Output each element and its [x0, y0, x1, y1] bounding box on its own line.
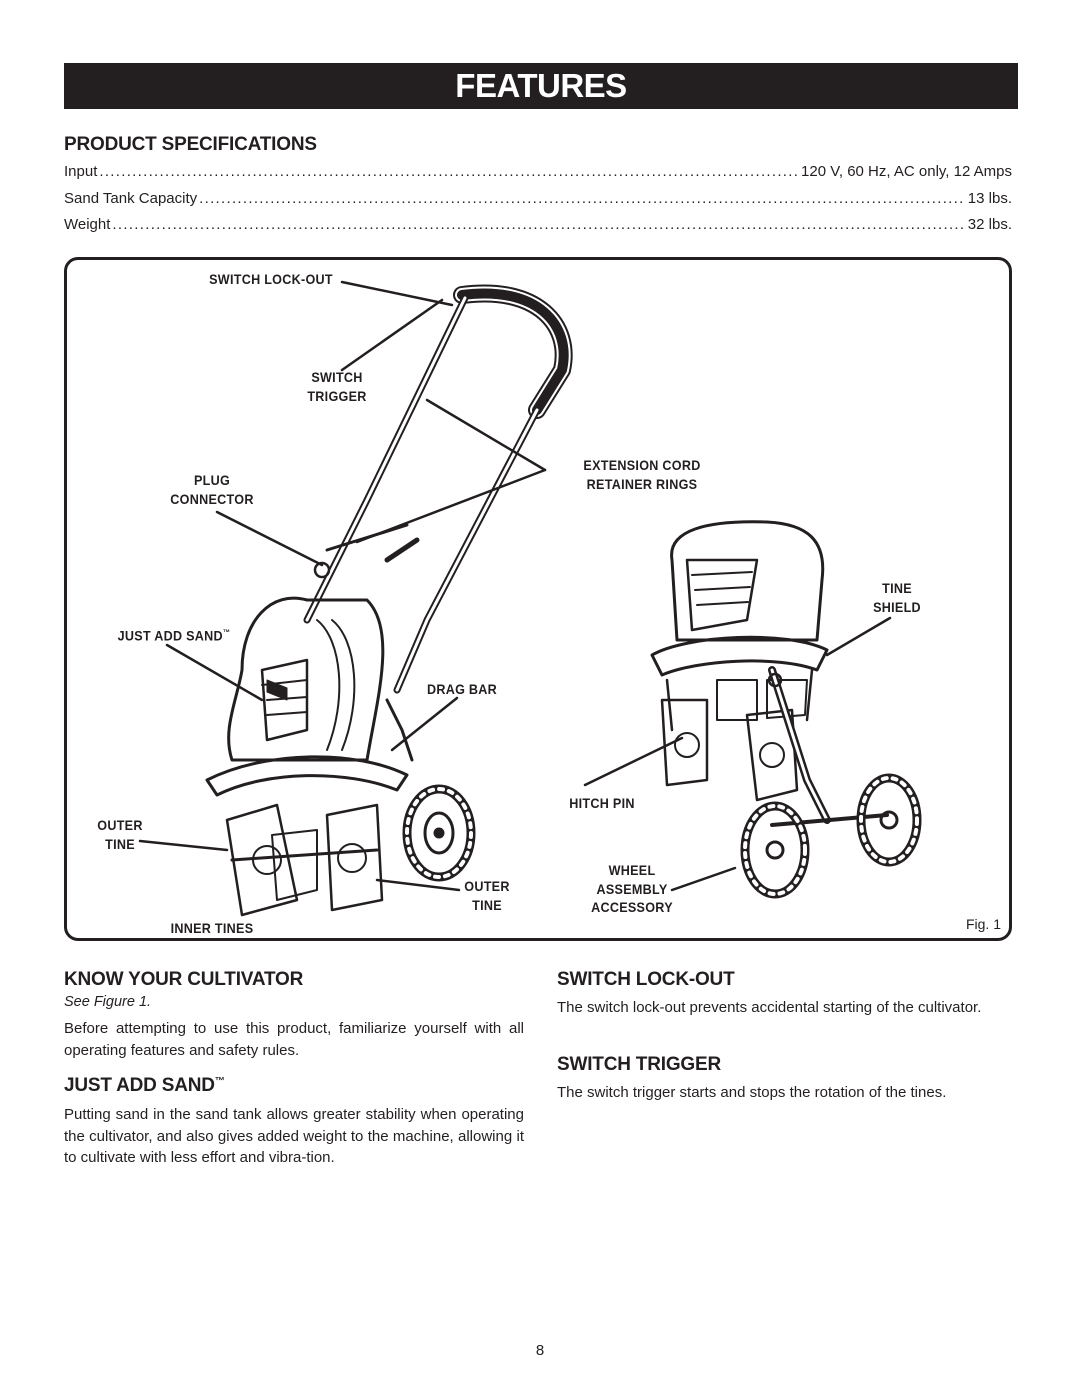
- spec-label: Weight: [64, 216, 111, 233]
- callout-line: TRIGGER: [307, 387, 367, 404]
- leader-just-add-sand: [165, 643, 264, 702]
- callout-line: OUTER: [464, 878, 510, 894]
- heading-text: JUST ADD SAND: [64, 1075, 215, 1096]
- dot-leader: [199, 190, 966, 207]
- outer-tine-left-shape: [225, 803, 299, 917]
- leader-drag-bar: [390, 696, 459, 752]
- callout-hitch-pin: HITCH PIN: [569, 795, 635, 811]
- leader-extension-cord-b: [355, 468, 547, 544]
- know-your-cultivator-text: Before attempting to use this product, f…: [64, 1020, 524, 1059]
- callout-outer-tine-left: OUTER TINE: [89, 816, 152, 853]
- callout-line: TINE: [472, 896, 502, 913]
- callout-line: ASSEMBLY: [596, 880, 668, 897]
- see-figure-note: See Figure 1.: [64, 994, 152, 1010]
- switch-trigger-heading: SWITCH TRIGGER: [557, 1054, 721, 1075]
- leader-switch-lockout: [340, 280, 454, 307]
- features-banner: FEATURES: [64, 63, 1018, 109]
- cultivator-illustration: [138, 280, 922, 917]
- spec-row-sand-tank: Sand Tank Capacity 13 lbs.: [64, 190, 1012, 217]
- callout-just-add-sand: JUST ADD SAND™: [116, 624, 233, 645]
- spec-value: 13 lbs.: [967, 189, 1012, 207]
- callout-line: WHEEL: [608, 862, 656, 878]
- callout-switch-lockout: SWITCH LOCK-OUT: [209, 271, 333, 287]
- just-add-sand-text: Putting sand in the sand tank allows gre…: [64, 1106, 524, 1166]
- product-specifications-heading: PRODUCT SPECIFICATIONS: [64, 134, 317, 155]
- spec-value: 120 V, 60 Hz, AC only, 12 Amps: [801, 163, 1012, 180]
- specifications-list: Input 120 V, 60 Hz, AC only, 12 Amps San…: [64, 163, 1012, 243]
- spec-row-input: Input 120 V, 60 Hz, AC only, 12 Amps: [64, 163, 1012, 190]
- sand-tank-body: [227, 596, 385, 762]
- callout-line: SHIELD: [873, 598, 921, 615]
- callout-line: EXTENSION CORD: [583, 457, 701, 473]
- figure-label: Fig. 1: [965, 916, 1001, 932]
- dot-leader: [99, 163, 799, 180]
- leader-switch-trigger: [340, 298, 444, 372]
- hitch-pin-shape: [767, 672, 783, 688]
- page-number: 8: [535, 1342, 545, 1359]
- callout-line: OUTER: [97, 817, 143, 833]
- outer-tine-right-shape: [325, 803, 384, 912]
- callout-text: JUST ADD SAND: [117, 627, 223, 644]
- callout-tine-shield: TINE SHIELD: [861, 579, 933, 616]
- plug-connector-shape: [313, 561, 331, 579]
- callout-extension-cord: EXTENSION CORD RETAINER RINGS: [566, 456, 719, 493]
- leader-wheel-assembly: [670, 866, 737, 892]
- callout-inner-tines: INNER TINES: [170, 920, 254, 936]
- right-sand-tank: [670, 520, 825, 642]
- spec-label: Sand Tank Capacity: [64, 189, 198, 207]
- leader-plug-connector: [215, 510, 324, 567]
- tine-cover: [205, 755, 409, 797]
- callout-drag-bar: DRAG BAR: [426, 681, 498, 697]
- switch-lockout-text: The switch lock-out prevents accidental …: [557, 999, 982, 1016]
- callout-switch-trigger: SWITCH TRIGGER: [292, 368, 382, 405]
- drag-bar-shape: [385, 698, 414, 762]
- callout-wheel-assembly: WHEEL ASSEMBLY ACCESSORY: [583, 861, 682, 917]
- leader-tine-shield: [825, 616, 892, 657]
- callout-line: TINE: [882, 580, 912, 596]
- figure-1-cultivator: SWITCH LOCK-OUT SWITCH TRIGGER PLUG CONN…: [64, 257, 1012, 941]
- callout-line: TINE: [105, 835, 135, 852]
- spec-label: Input: [64, 163, 98, 180]
- callout-line: SWITCH: [311, 369, 363, 385]
- spec-row-weight: Weight 32 lbs.: [64, 216, 1012, 243]
- leader-outer-tine-right: [375, 878, 461, 892]
- callout-plug-connector: PLUG CONNECTOR: [158, 471, 266, 508]
- trademark: ™: [222, 628, 231, 637]
- spec-value: 32 lbs.: [967, 216, 1012, 233]
- switch-trigger-text: The switch trigger starts and stops the …: [557, 1084, 947, 1101]
- callout-line: ACCESSORY: [591, 899, 673, 915]
- leader-outer-tine-left: [138, 839, 229, 852]
- just-add-sand-heading: JUST ADD SAND™: [64, 1075, 225, 1097]
- right-tine-shield: [650, 635, 829, 677]
- know-your-cultivator-heading: KNOW YOUR CULTIVATOR: [64, 969, 304, 990]
- callout-outer-tine-right: OUTER TINE: [456, 877, 519, 914]
- dot-leader: [112, 216, 965, 233]
- callout-line: RETAINER RINGS: [586, 475, 698, 492]
- leader-extension-cord-a: [425, 398, 547, 472]
- leader-hitch-pin: [583, 736, 684, 787]
- trademark: ™: [214, 1076, 225, 1087]
- callout-line: PLUG: [193, 472, 231, 488]
- callout-line: CONNECTOR: [170, 490, 254, 507]
- switch-lockout-heading: SWITCH LOCK-OUT: [557, 969, 735, 990]
